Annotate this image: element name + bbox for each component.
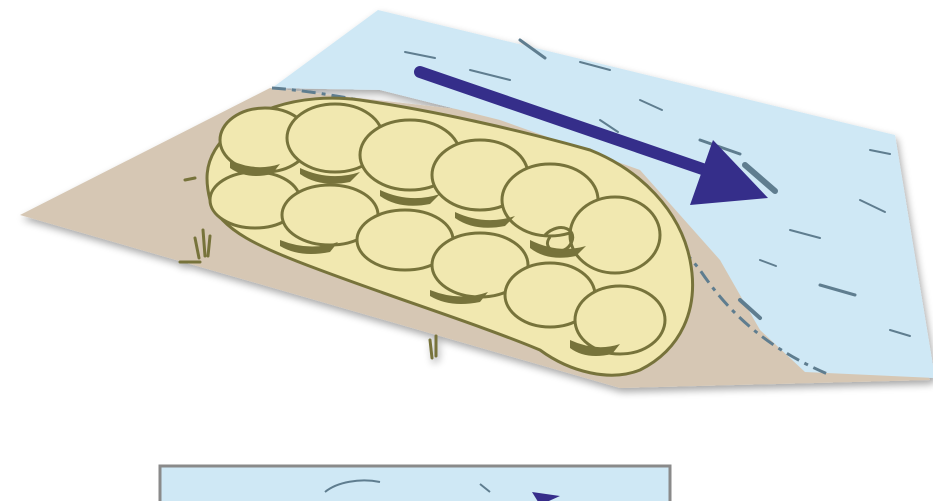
top-panel — [20, 10, 933, 388]
bottom-panel-frame — [160, 466, 670, 501]
bottom-panel — [160, 466, 670, 501]
sandbag — [575, 286, 665, 354]
sandbag — [570, 197, 660, 273]
